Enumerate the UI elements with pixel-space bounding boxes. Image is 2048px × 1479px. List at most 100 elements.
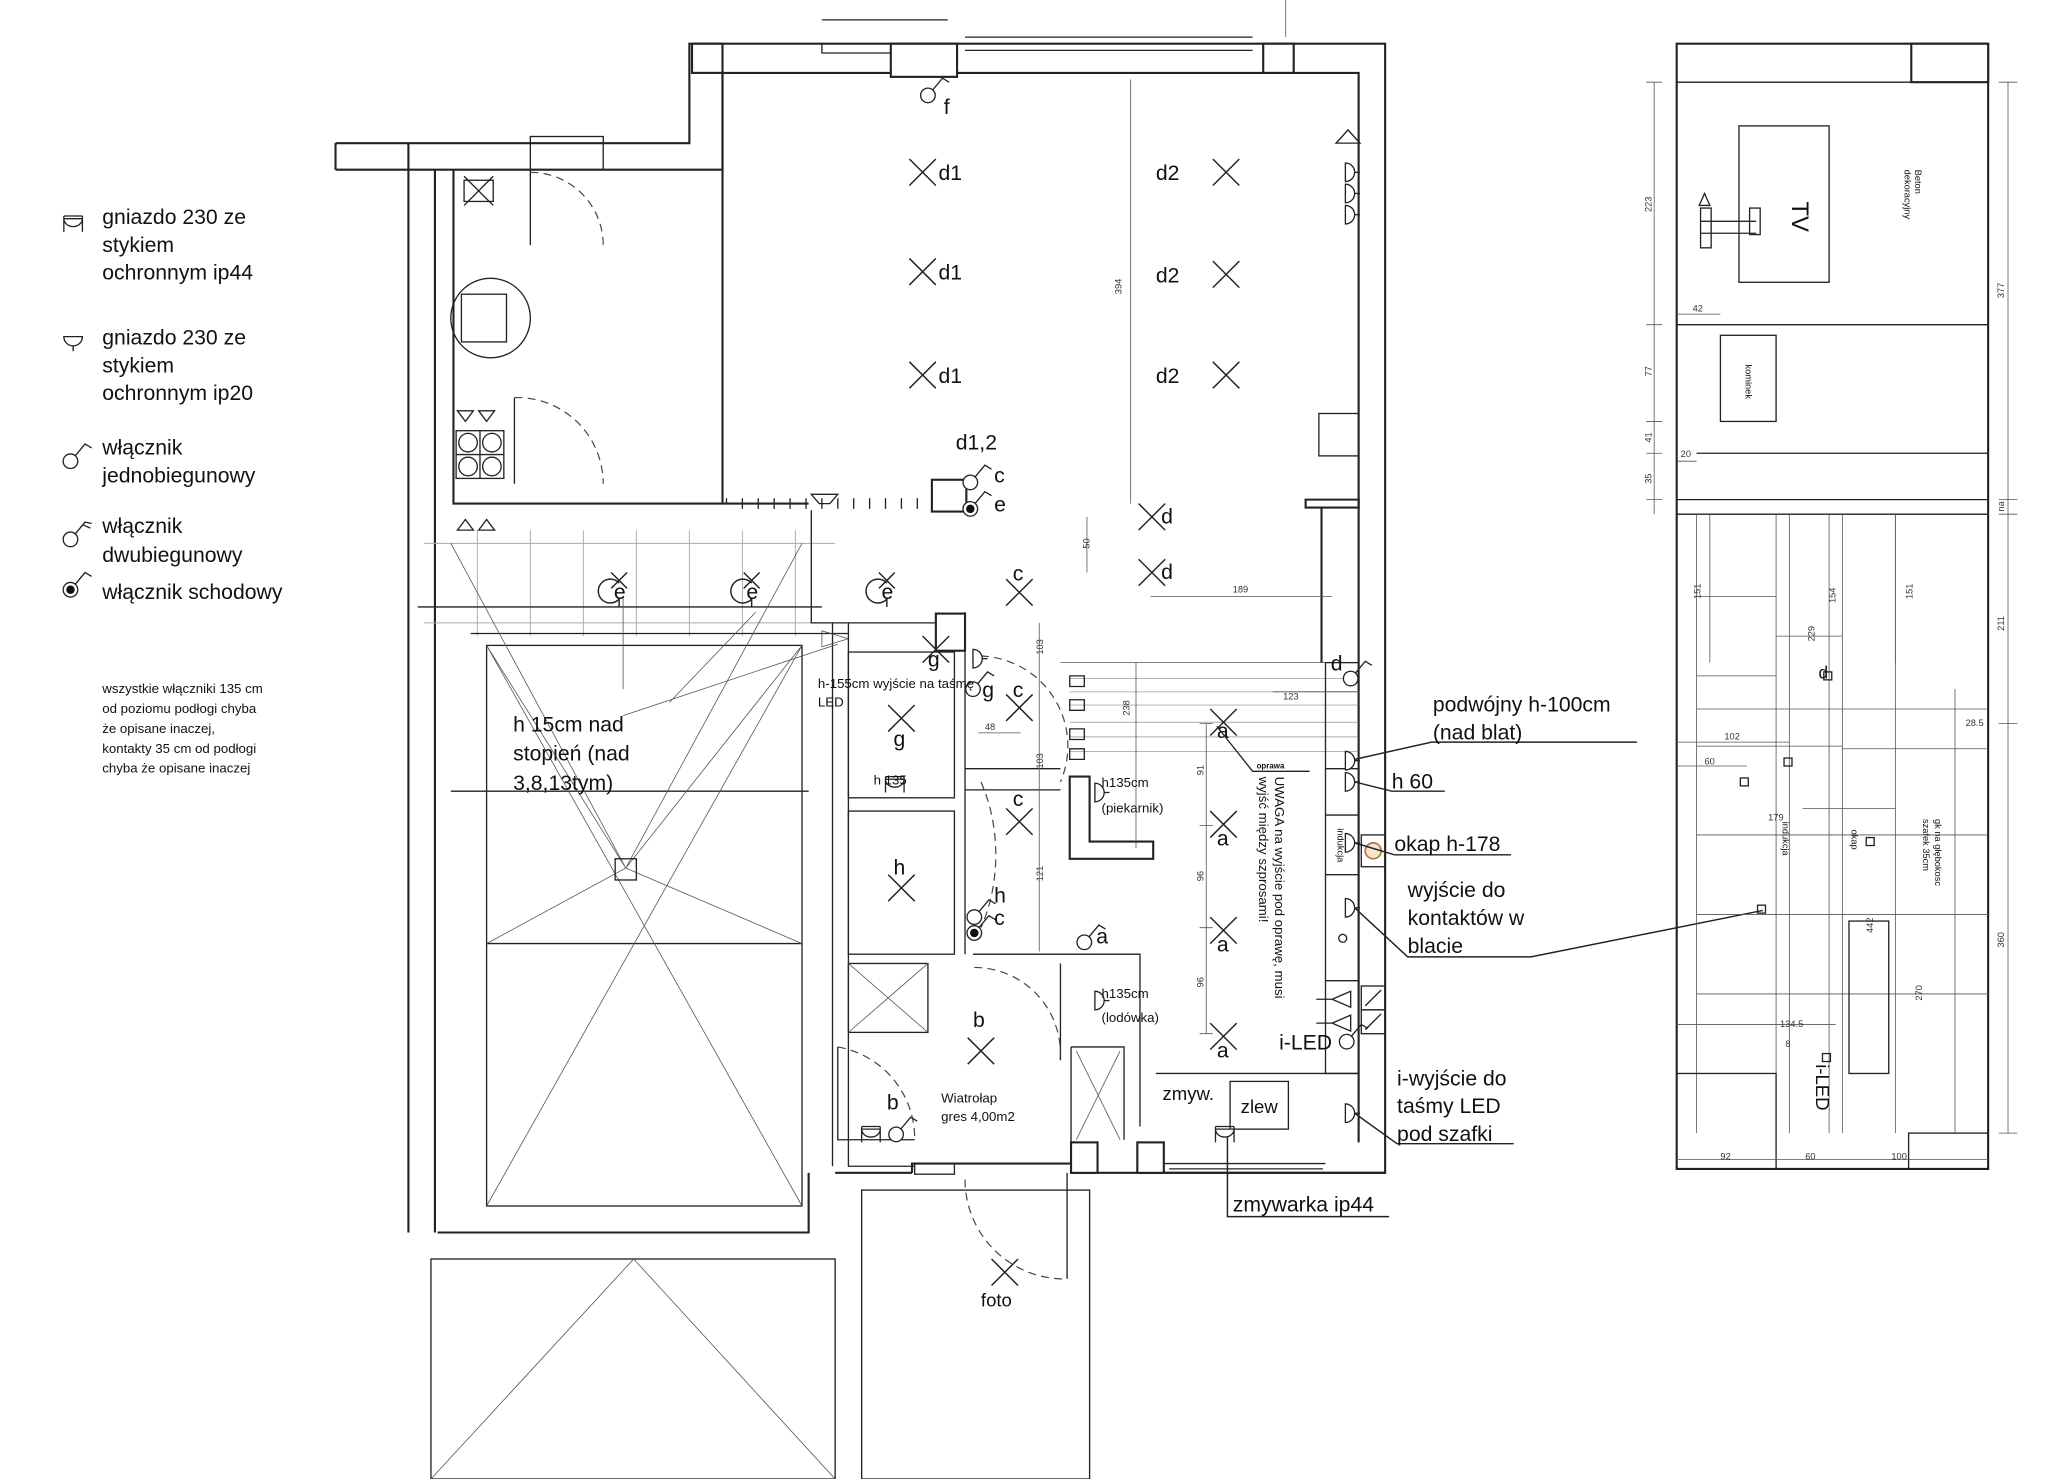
legend-note: wszystkie włączniki 135 cm od poziomu po… bbox=[101, 681, 263, 776]
legend-item-socket-ip44: gniazdo 230 ze stykiem ochronnym ip44 bbox=[63, 206, 253, 285]
dimension-label: 151 bbox=[1693, 584, 1703, 599]
socket-ip44-icon bbox=[1214, 1125, 1235, 1144]
legend-item-double-pole-switch: włącznik dwubiegunowy bbox=[62, 515, 243, 567]
iled-label: i-LED bbox=[1812, 1064, 1833, 1110]
circuit-label: a bbox=[1217, 828, 1229, 851]
circuit-label: c bbox=[1013, 562, 1024, 585]
ceiling-light-icon bbox=[908, 257, 937, 286]
circuit-label: b bbox=[973, 1009, 985, 1032]
circuit-label: d bbox=[1161, 505, 1173, 528]
ceiling-light-icon bbox=[1212, 260, 1241, 289]
legend-label: ochronnym ip44 bbox=[102, 262, 253, 285]
callouts: podwójny h-100cm (nad blat) h 60 okap h-… bbox=[1226, 694, 1763, 1218]
dimension-label: 154 bbox=[1828, 588, 1838, 603]
led-note: h-155cm wyjście na taśmę bbox=[818, 676, 974, 691]
stairs-note: stopień (nad bbox=[513, 743, 630, 766]
circuit-label: g bbox=[982, 679, 994, 702]
single-pole-switch-icon bbox=[62, 443, 93, 470]
ceiling-light-icon bbox=[1212, 158, 1241, 187]
legend-label: jednobiegunowy bbox=[101, 464, 256, 487]
socket-ip44-icon bbox=[63, 215, 84, 233]
legend-item-single-pole-switch: włącznik jednobiegunowy bbox=[62, 437, 256, 487]
staircase-switch-icon bbox=[62, 571, 93, 598]
legend-label: gniazdo 230 ze bbox=[102, 206, 246, 229]
note-line: wszystkie włączniki 135 cm bbox=[101, 681, 263, 696]
dimension-label: 20 bbox=[1681, 449, 1691, 459]
tv-label: TV bbox=[1786, 201, 1813, 232]
depth-note: gk na głębokosc bbox=[1933, 819, 1943, 886]
circuit-label: e bbox=[746, 581, 758, 604]
callout-hood: okap h-178 bbox=[1394, 833, 1500, 856]
dimension-label: 211 bbox=[1996, 616, 2006, 631]
dimension-label: 35 bbox=[1644, 473, 1654, 483]
warning-note: UWAGA na wyjście pod oprawę, musi bbox=[1272, 777, 1287, 999]
legend-label: ochronnym ip20 bbox=[102, 382, 253, 405]
dimension-label: 121 bbox=[1035, 866, 1045, 881]
socket-icon bbox=[972, 648, 989, 669]
circuit-label: e bbox=[614, 581, 626, 604]
dimension-label: 92 bbox=[1720, 1152, 1730, 1162]
socket-ip20-icon bbox=[63, 335, 84, 352]
switch-icon bbox=[966, 899, 997, 926]
dimension-label: 223 bbox=[1644, 197, 1654, 212]
circuit-label: d2 bbox=[1156, 365, 1180, 388]
circuit-label: a bbox=[1217, 934, 1229, 957]
callout-countertop: wyjście do bbox=[1407, 879, 1506, 902]
stairs-note: 3,8,13tym) bbox=[513, 772, 613, 795]
dimension-label: 41 bbox=[1644, 432, 1654, 442]
switch-icon bbox=[962, 464, 993, 491]
callout-countertop: blacie bbox=[1408, 935, 1463, 958]
induction-label: indukcja bbox=[1781, 822, 1791, 857]
circuit-label: a bbox=[1217, 1040, 1229, 1063]
iled-label: i-LED bbox=[1279, 1032, 1332, 1055]
dimension-label: 50 bbox=[1082, 538, 1092, 548]
ceiling-light-icon bbox=[990, 1258, 1019, 1287]
circuit-label: d2 bbox=[1156, 162, 1180, 185]
kitchen bbox=[1068, 128, 1386, 1170]
plan-notes: h 135 h-155cm wyjście na taśmę LED h 15c… bbox=[513, 676, 1345, 1311]
dimension-label: 77 bbox=[1644, 366, 1654, 376]
switches-and-sockets bbox=[860, 77, 1373, 1144]
double-pole-switch-icon bbox=[62, 521, 93, 548]
ceiling-light-icon bbox=[1005, 807, 1034, 836]
note-line: że opisane inaczej, bbox=[102, 721, 215, 736]
concrete-label: Beton bbox=[1913, 170, 1923, 194]
fridge-note: h135cm bbox=[1102, 986, 1149, 1001]
circuit-label: a bbox=[1096, 926, 1108, 949]
dimension-label: 151 bbox=[1905, 584, 1915, 599]
note-line: od poziomu podłogi chyba bbox=[102, 701, 257, 716]
legend-label: włącznik schodowy bbox=[101, 581, 283, 604]
porch bbox=[430, 1162, 1091, 1479]
legend-item-staircase-switch: włącznik schodowy bbox=[62, 571, 283, 604]
ceiling-light-icon bbox=[966, 1036, 995, 1065]
dimension-label: 102 bbox=[1724, 731, 1739, 741]
dimension-label: na bbox=[1996, 500, 2006, 511]
dimension-label: 60 bbox=[1805, 1152, 1815, 1162]
circuit-label: g bbox=[928, 649, 940, 672]
ceiling-light-icon bbox=[908, 158, 937, 187]
circuit-label: d1,2 bbox=[956, 431, 997, 454]
room-area: gres 4,00m2 bbox=[941, 1109, 1015, 1124]
sink-label: zlew bbox=[1241, 1096, 1279, 1117]
legend-item-socket-ip20: gniazdo 230 ze stykiem ochronnym ip20 bbox=[63, 327, 253, 405]
callout-h60: h 60 bbox=[1392, 771, 1433, 794]
note-line: kontakty 35 cm od podłogi bbox=[102, 741, 256, 756]
note-line: chyba że opisane inaczej bbox=[102, 761, 250, 776]
dimension-label: 60 bbox=[1705, 757, 1715, 767]
ceiling-light-icon bbox=[1212, 361, 1241, 390]
circuit-label: d2 bbox=[1156, 264, 1180, 287]
callout-led: taśmy LED bbox=[1397, 1095, 1501, 1118]
dimension-label: 134.5 bbox=[1780, 1019, 1803, 1029]
dimension-label: 91 bbox=[1196, 765, 1206, 775]
main-floor-plan: f d1 d1 d1 d2 d2 d2 d1,2 c e d d c e e e… bbox=[334, 0, 1763, 1479]
circuit-label: c bbox=[994, 464, 1005, 487]
callout-dishwasher: zmywarka ip44 bbox=[1233, 1193, 1375, 1216]
circuit-label: d1 bbox=[939, 162, 963, 185]
dimension-label: 103 bbox=[1035, 753, 1045, 768]
induction-label: indukcja bbox=[1335, 828, 1345, 863]
circuit-label: d bbox=[1161, 561, 1173, 584]
dimension-label: 42 bbox=[1693, 303, 1703, 313]
legend: gniazdo 230 ze stykiem ochronnym ip44 gn… bbox=[62, 206, 283, 776]
dimension-label: 229 bbox=[1807, 626, 1817, 641]
